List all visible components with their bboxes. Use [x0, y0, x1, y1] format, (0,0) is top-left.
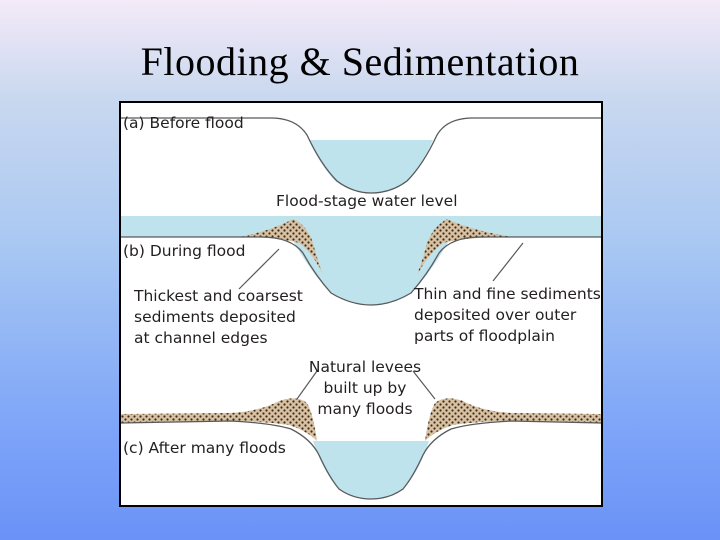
- diagram-panel: (a) Before flood Flood-stage water level…: [119, 101, 603, 507]
- note-thick-line: sediments deposited: [134, 308, 296, 326]
- note-thin-line: Thin and fine sediments: [414, 285, 601, 303]
- sediment-left-c: [121, 398, 317, 441]
- ground-profile-a: [121, 117, 601, 194]
- pointer-thin: [492, 242, 524, 282]
- note-levees-line: Natural levees: [308, 358, 422, 376]
- sediment-left-b: [239, 219, 323, 275]
- channel-water-a: [309, 140, 433, 193]
- note-levees-line: many floods: [317, 400, 413, 418]
- note-thick-sediments: Thickest and coarsest sediments deposite…: [134, 286, 303, 349]
- note-thick-line: Thickest and coarsest: [134, 287, 303, 305]
- pointer-levee-left: [296, 370, 318, 400]
- note-levees-line: built up by: [323, 379, 407, 397]
- flood-water-band: [121, 216, 601, 237]
- floodplain-diagram: [121, 117, 601, 500]
- label-before-flood: (a) Before flood: [123, 114, 244, 132]
- channel-water-b: [291, 237, 451, 305]
- note-thin-sediments: Thin and fine sediments deposited over o…: [414, 284, 601, 347]
- label-during-flood: (b) During flood: [123, 242, 246, 260]
- note-thick-line: at channel edges: [134, 329, 268, 347]
- ground-profile-b: [121, 236, 601, 306]
- channel-water-c: [313, 441, 429, 499]
- pointer-thick: [238, 248, 280, 290]
- slide-title: Flooding & Sedimentation: [140, 39, 580, 84]
- label-flood-stage: Flood-stage water level: [276, 192, 458, 210]
- note-natural-levees: Natural levees built up by many floods: [299, 357, 431, 420]
- label-after-floods: (c) After many floods: [123, 439, 286, 457]
- pointer-levee-right: [412, 370, 436, 400]
- note-thin-line: parts of floodplain: [414, 327, 555, 345]
- ground-profile-c: [121, 420, 601, 500]
- note-thin-line: deposited over outer: [414, 306, 577, 324]
- sediment-right-c: [425, 398, 601, 441]
- sediment-right-b: [417, 219, 513, 275]
